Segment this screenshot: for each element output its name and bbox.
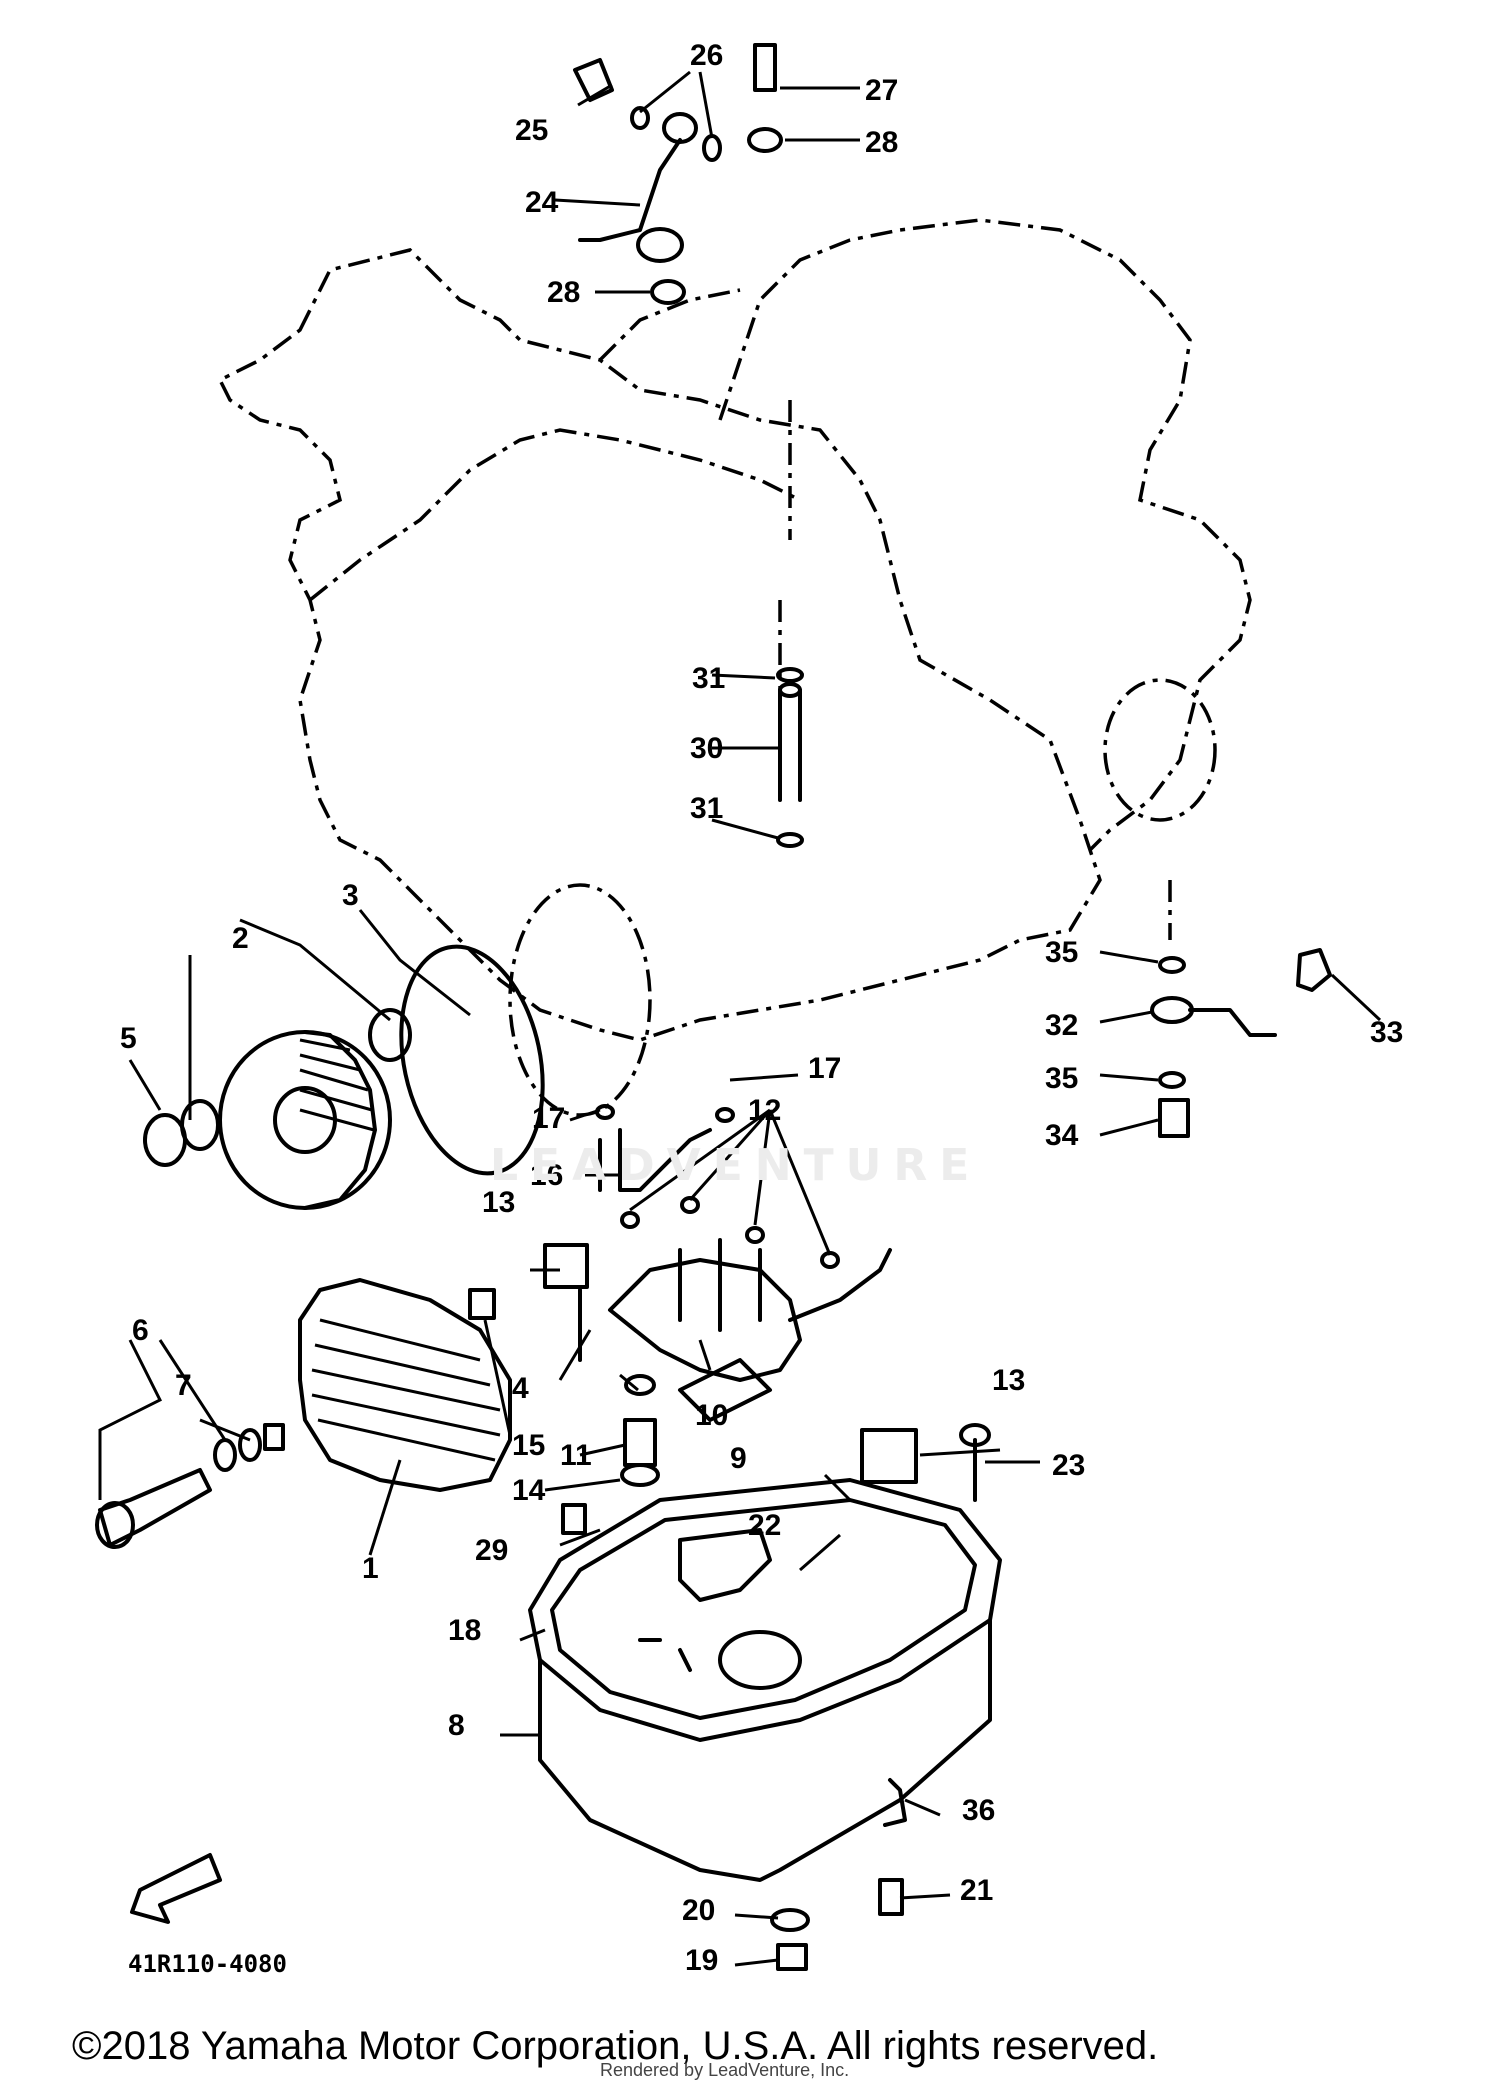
callout-16: 16 bbox=[530, 1159, 563, 1192]
watermark: LEADVENTURE bbox=[490, 1140, 982, 1191]
callout-36: 36 bbox=[962, 1794, 995, 1827]
callout-3: 3 bbox=[342, 879, 359, 912]
small-parts-7-4 bbox=[213, 1008, 496, 1472]
callout-9: 9 bbox=[730, 1442, 747, 1475]
callout-25: 25 bbox=[515, 114, 548, 147]
callout-8: 8 bbox=[448, 1709, 465, 1742]
oil-strainer-assembly bbox=[543, 1104, 991, 1502]
callout-22: 22 bbox=[748, 1509, 781, 1542]
callout-23: 23 bbox=[1052, 1449, 1085, 1482]
union-bolt-6 bbox=[95, 1468, 212, 1549]
o-ring-3 bbox=[399, 944, 545, 1176]
callout-35b: 35 bbox=[1045, 1062, 1078, 1095]
callout-17b: 17 bbox=[808, 1052, 841, 1085]
callout-33: 33 bbox=[1370, 1016, 1403, 1049]
callout-32: 32 bbox=[1045, 1009, 1078, 1042]
callout-26: 26 bbox=[690, 39, 723, 72]
callout-35a: 35 bbox=[1045, 936, 1078, 969]
rendered-by-notice: Rendered by LeadVenture, Inc. bbox=[600, 2060, 850, 2080]
callout-30: 30 bbox=[690, 732, 723, 765]
drain-bolt-group bbox=[561, 1503, 907, 1971]
callout-31b: 31 bbox=[690, 792, 723, 825]
callout-12: 12 bbox=[748, 1094, 781, 1127]
callout-10: 10 bbox=[695, 1399, 728, 1432]
callout-27: 27 bbox=[865, 74, 898, 107]
oil-pipe-24-group bbox=[573, 43, 783, 305]
callout-1: 1 bbox=[362, 1552, 379, 1585]
callout-2: 2 bbox=[232, 922, 249, 955]
callout-20: 20 bbox=[682, 1894, 715, 1927]
callout-19: 19 bbox=[685, 1944, 718, 1977]
callout-15: 15 bbox=[512, 1429, 545, 1462]
callout-31a: 31 bbox=[692, 662, 725, 695]
callout-5: 5 bbox=[120, 1022, 137, 1055]
oil-pressure-switch-group bbox=[1150, 948, 1332, 1138]
callout-28b: 28 bbox=[547, 276, 580, 309]
callout-14: 14 bbox=[512, 1474, 546, 1507]
washers-5 bbox=[143, 1099, 220, 1167]
oil-filter-element bbox=[218, 1030, 392, 1210]
callout-24: 24 bbox=[525, 186, 559, 219]
engine-block-outline bbox=[217, 218, 1252, 1117]
callout-4: 4 bbox=[512, 1372, 529, 1405]
oil-pipe-30 bbox=[776, 667, 804, 848]
forward-arrow-icon bbox=[130, 1853, 222, 1924]
callout-6: 6 bbox=[132, 1314, 149, 1347]
callout-7: 7 bbox=[175, 1369, 192, 1402]
callout-11: 11 bbox=[560, 1439, 592, 1472]
callout-34: 34 bbox=[1045, 1119, 1079, 1152]
callout-18: 18 bbox=[448, 1614, 481, 1647]
copyright-notice: ©2018 Yamaha Motor Corporation, U.S.A. A… bbox=[72, 2024, 1159, 2068]
callout-labels: 1234567891011121313141516171718192021222… bbox=[120, 39, 1403, 1977]
leader-lines bbox=[98, 70, 1382, 1967]
callout-17a: 17 bbox=[532, 1102, 565, 1135]
drawing-code: 41R110-4080 bbox=[128, 1950, 287, 1978]
callout-28a: 28 bbox=[865, 126, 898, 159]
callout-13a: 13 bbox=[482, 1186, 515, 1219]
filter-cover bbox=[298, 1278, 512, 1492]
callout-21: 21 bbox=[960, 1874, 993, 1907]
callout-13b: 13 bbox=[992, 1364, 1025, 1397]
callout-29: 29 bbox=[475, 1534, 508, 1567]
